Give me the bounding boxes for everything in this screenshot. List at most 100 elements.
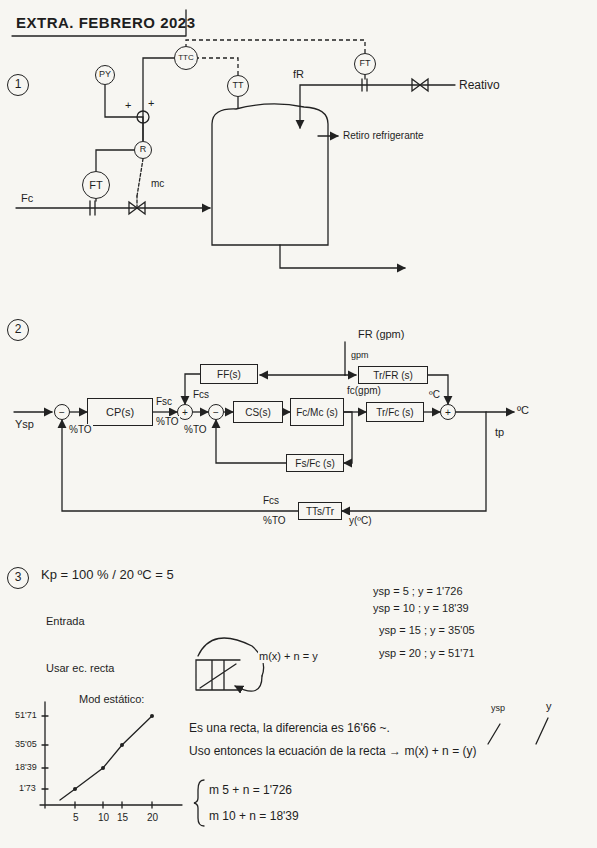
node-label: Fc/Mc (s) [296, 407, 338, 418]
signal-connector [344, 412, 352, 463]
annotation-text: 18'39 [14, 762, 38, 772]
instrument-bubble: FT [354, 53, 376, 75]
block-box: CP(s) [87, 398, 153, 426]
annotation-text: Kp = 100 % / 20 ºC = 5 [40, 568, 175, 583]
node-label: TTC [178, 54, 194, 63]
node-label: CS(s) [245, 407, 271, 418]
annotation-text: Fcs [262, 495, 280, 507]
annotation-text: ysp = 10 ; y = 18'39 [372, 602, 470, 615]
annotation-text: Uso entonces la ecuación de la recta → m… [188, 745, 477, 759]
block-box: FF(s) [200, 364, 258, 384]
signal-connector [424, 411, 440, 412]
annotation-text: Reativo [458, 79, 501, 93]
node-label: − [59, 407, 65, 418]
node-label: + [445, 407, 451, 418]
node-label: Tr/Fc (s) [376, 407, 413, 418]
node-label: 2 [15, 323, 22, 336]
section-number: 2 [7, 319, 29, 341]
annotation-text: Fc [20, 192, 34, 205]
annotation-text: ºC [428, 389, 441, 401]
signal-connector [62, 420, 298, 511]
annotation-text: 51'71 [14, 710, 38, 720]
block-box: CS(s) [233, 401, 283, 423]
annotation-text: 20 [146, 812, 159, 824]
annotation-text: Fsc [155, 396, 173, 408]
annotation-text: Es una recta, la diferencia es 16'66 ~. [188, 722, 391, 736]
signal-connector [428, 375, 448, 404]
block-box: Tr/Fc (s) [366, 402, 424, 422]
annotation-text: 1'73 [18, 783, 37, 793]
signal-connector [224, 411, 233, 412]
node-label: 1 [15, 78, 22, 91]
annotation-text: Retiro refrigerante [342, 130, 425, 142]
title: EXTRA. FEBRERO 2023 [16, 14, 196, 31]
block-box: Fs/Fc (s) [286, 454, 344, 472]
node-label: FT [89, 179, 102, 191]
annotation-text: fc(gpm) [346, 385, 382, 397]
annotation-text: ysp = 15 ; y = 35'05 [378, 624, 476, 637]
node-label: TTs/Tr [306, 506, 334, 517]
node-label: TT [233, 81, 244, 91]
annotation-text: m 5 + n = 1'726 [208, 784, 293, 798]
signal-connector [96, 150, 134, 171]
node-label: PY [99, 70, 111, 80]
annotation-text: m 10 + n = 18'39 [208, 810, 300, 824]
signal-connector [193, 411, 208, 412]
block-box: Tr/FR (s) [358, 366, 428, 384]
block-box: TTs/Tr [298, 502, 342, 520]
annotation-text: %TO [68, 424, 93, 436]
node-label: FF(s) [217, 369, 241, 380]
instrument-bubble: FT [82, 171, 110, 199]
annotation-text: Fcs [192, 389, 210, 401]
block-box: Fc/Mc (s) [290, 398, 344, 426]
node-label: FT [360, 59, 371, 69]
node-label: + [182, 407, 188, 418]
annotation-text: 5 [72, 812, 80, 824]
node-label: 3 [15, 571, 22, 584]
annotation-text: ysp = 5 ; y = 1'726 [372, 585, 464, 598]
signal-connector [186, 40, 365, 53]
section-number: 1 [7, 74, 29, 96]
annotation-text: Mod estático: [78, 693, 145, 706]
node-label: Tr/FR (s) [373, 370, 413, 381]
node-label: R [140, 145, 147, 155]
annotation-text: m(x) + n = y [258, 650, 319, 663]
annotation-text: + [124, 99, 132, 112]
annotation-text: ysp [490, 703, 506, 713]
annotation-text: FR (gpm) [357, 328, 405, 341]
annotation-text: ºC [516, 404, 530, 417]
annotation-text: 35'05 [14, 739, 38, 749]
annotation-text: y(ºC) [348, 515, 373, 527]
annotation-text: mc [150, 178, 165, 190]
annotation-text: %TO [155, 416, 180, 428]
annotation-text: Usar ec. recta [45, 662, 115, 675]
signal-connector [216, 420, 286, 463]
signal-connector [70, 411, 87, 412]
section-number: 3 [7, 567, 29, 589]
signal-connector [105, 85, 143, 141]
annotation-text: fR [292, 68, 305, 81]
annotation-text: %TO [183, 424, 208, 436]
annotation-text: tp [494, 426, 505, 439]
node-label: − [213, 407, 219, 418]
annotation-text: 15 [116, 812, 129, 824]
annotation-text: + [147, 97, 155, 110]
instrument-bubble: TT [227, 75, 249, 97]
annotation-text: ysp = 20 ; y = 51'71 [378, 647, 476, 660]
annotation-text: 10 [97, 812, 110, 824]
signal-connector [283, 411, 290, 412]
node-label: CP(s) [106, 406, 134, 418]
annotation-text: y [545, 700, 553, 713]
annotation-text: Ysp [14, 418, 35, 431]
sum-junction: − [208, 404, 224, 420]
node-label: Fs/Fc (s) [295, 458, 334, 469]
sum-junction: − [54, 404, 70, 420]
annotation-text: %TO [262, 515, 287, 527]
signal-connector [143, 58, 174, 141]
signal-connector [198, 58, 238, 75]
annotation-text: gpm [350, 350, 370, 360]
annotation-text: Entrada [45, 615, 86, 628]
signal-connector [153, 411, 177, 412]
instrument-bubble: PY [95, 65, 115, 85]
instrument-bubble: R [134, 141, 152, 159]
